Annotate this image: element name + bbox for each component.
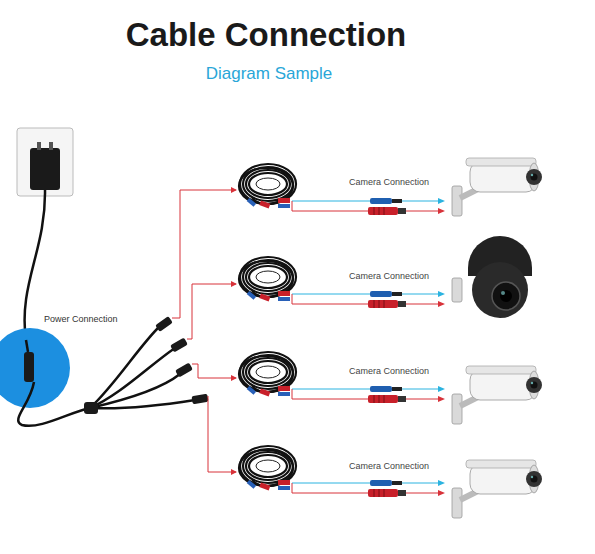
camera-label: Camera Connection bbox=[349, 177, 429, 187]
camera-label: Camera Connection bbox=[349, 366, 429, 376]
dome-camera bbox=[452, 236, 532, 318]
power-leads bbox=[172, 190, 236, 472]
bullet-camera bbox=[452, 460, 542, 518]
bullet-camera bbox=[452, 366, 542, 424]
power-adapter bbox=[17, 128, 73, 340]
camera-label: Camera Connection bbox=[349, 271, 429, 281]
diagram-title: Cable Connection bbox=[126, 16, 407, 54]
diagram-subtitle: Diagram Sample bbox=[206, 64, 333, 84]
cable-row bbox=[239, 446, 445, 497]
cable-row bbox=[239, 164, 445, 215]
dc-plugs bbox=[24, 316, 209, 414]
camera-label: Camera Connection bbox=[349, 461, 429, 471]
cable-row bbox=[239, 257, 445, 308]
cable-row bbox=[239, 352, 445, 403]
power-label: Power Connection bbox=[44, 314, 118, 324]
highlight-circle bbox=[0, 328, 70, 408]
bullet-camera bbox=[452, 158, 542, 216]
power-splitter bbox=[18, 326, 195, 426]
